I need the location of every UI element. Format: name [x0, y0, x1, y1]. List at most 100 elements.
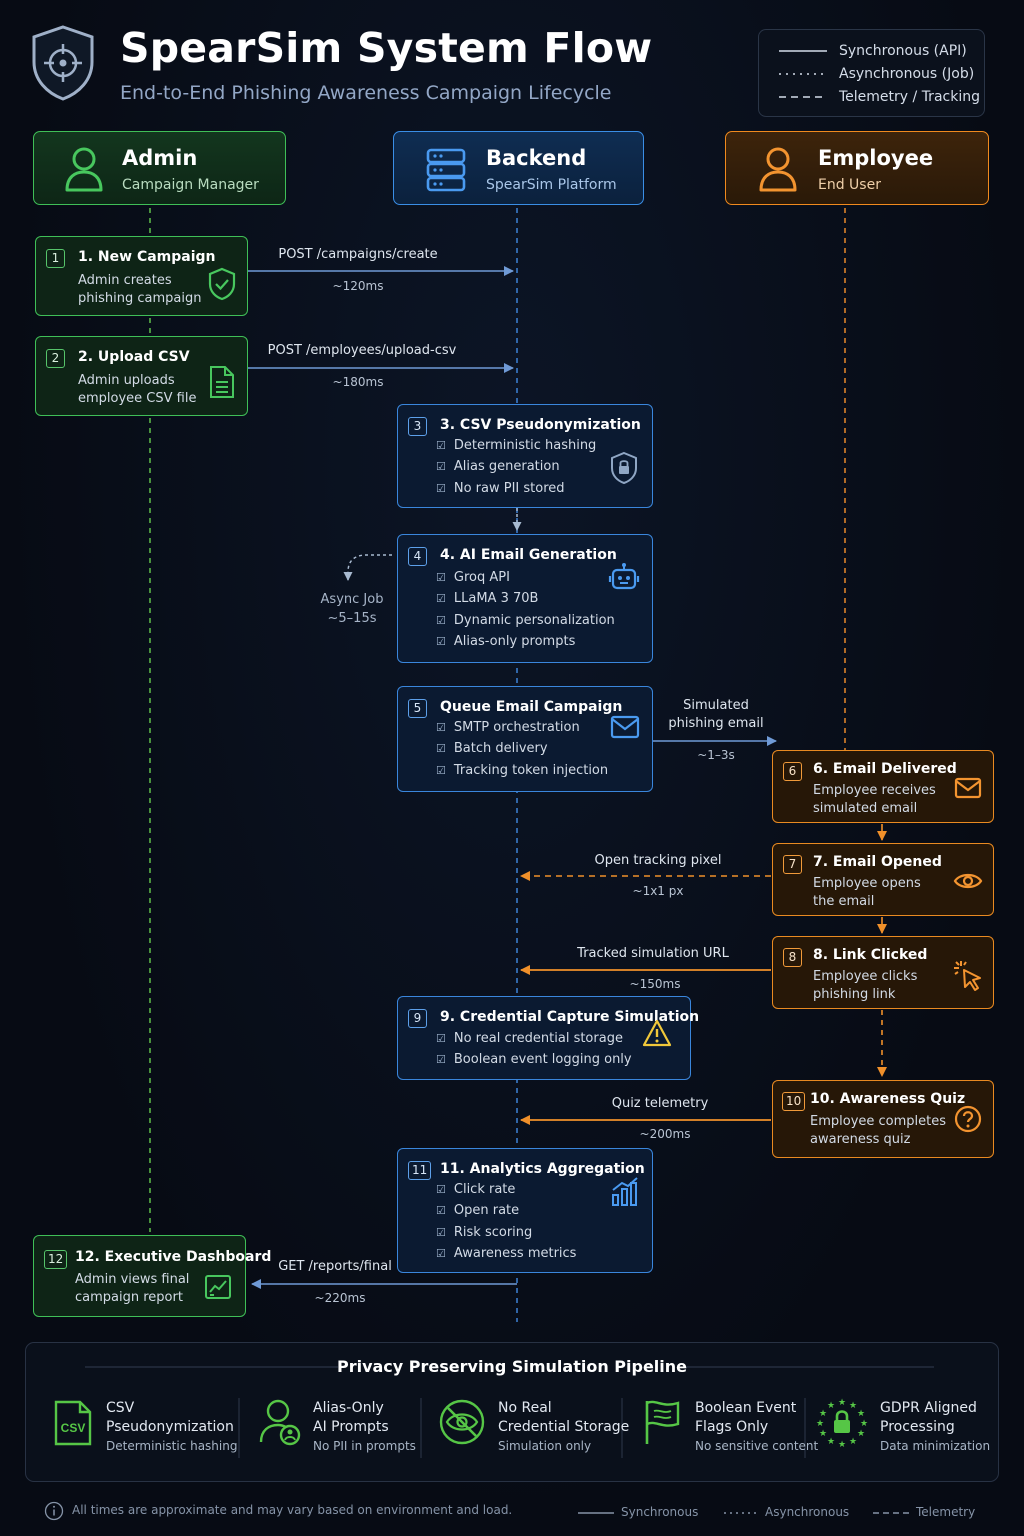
csv-file-icon: CSV: [54, 1400, 92, 1446]
user-icon: [65, 147, 103, 192]
step-number: 9: [408, 1009, 427, 1028]
step-title: 3. CSV Pseudonymization: [440, 417, 641, 433]
list-item: Alias-only prompts: [436, 634, 615, 655]
privacy-panel-title: Privacy Preserving Simulation Pipeline: [336, 1357, 688, 1376]
step-description: Employee completes awareness quiz: [810, 1114, 947, 1147]
step-executive-dashboard: 12 12. Executive Dashboard Admin views f…: [33, 1235, 271, 1317]
step-title: 1. New Campaign: [78, 249, 216, 265]
step-title: 7. Email Opened: [813, 854, 942, 870]
list-item: Boolean event logging only: [436, 1052, 632, 1073]
step-new-campaign: 1 1. New Campaign Admin creates phishing…: [35, 236, 248, 316]
line-legend: Synchronous (API) Asynchronous (Job) Tel…: [758, 29, 985, 117]
svg-text:★: ★: [838, 1440, 846, 1448]
arrow-timing: ~220ms: [314, 1291, 366, 1305]
svg-text:★: ★: [827, 1437, 835, 1447]
server-icon: [426, 148, 466, 192]
page-title: SpearSim System Flow: [120, 24, 653, 72]
warning-icon: [642, 1019, 672, 1047]
step-queue-email-campaign: 5 Queue Email Campaign SMTP orchestratio…: [397, 686, 653, 792]
cursor-click-icon: [954, 961, 981, 991]
step-upload-csv: 2 2. Upload CSV Admin uploads employee C…: [35, 336, 248, 416]
pillar-line1: GDPR Aligned: [880, 1400, 977, 1416]
step-analytics-aggregation: 11 11. Analytics Aggregation Click rate …: [397, 1148, 653, 1273]
step-csv-pseudonymization: 3 3. CSV Pseudonymization Deterministic …: [397, 404, 653, 508]
step-number: 6: [783, 762, 802, 781]
step-title: Queue Email Campaign: [440, 699, 623, 715]
step-description: Admin creates phishing campaign: [78, 273, 202, 306]
step-number: 2: [46, 349, 65, 368]
step-title: 9. Credential Capture Simulation: [440, 1009, 700, 1025]
arrow-label: Simulated: [683, 698, 749, 713]
step-feature-list: Deterministic hashing Alias generation N…: [436, 438, 596, 502]
svg-text:★: ★: [857, 1409, 865, 1419]
pillar-line2: Credential Storage: [498, 1419, 630, 1435]
arrow-label: phishing email: [668, 716, 764, 731]
actor-employee-title: Employee: [818, 146, 934, 170]
step-title: 8. Link Clicked: [813, 947, 928, 963]
step-title: 6. Email Delivered: [813, 761, 957, 777]
footer-legend-telemetry-line: [873, 1512, 909, 1514]
step-number: 4: [408, 547, 427, 566]
arrow-timing: ~1–3s: [697, 748, 735, 762]
svg-text:★: ★: [819, 1409, 827, 1419]
list-item: Batch delivery: [436, 741, 608, 762]
step-title: 12. Executive Dashboard: [75, 1249, 272, 1265]
page-subtitle: End-to-End Phishing Awareness Campaign L…: [120, 82, 612, 104]
step-description: Employee opens the email: [813, 876, 921, 909]
legend-sync: Synchronous (API): [779, 43, 967, 59]
user-alias-icon: [259, 1399, 301, 1446]
svg-text:★: ★: [838, 1398, 846, 1408]
list-item: LLaMA 3 70B: [436, 591, 615, 612]
step-email-opened: 7 7. Email Opened Employee opens the ema…: [772, 843, 994, 916]
step-feature-list: SMTP orchestration Batch delivery Tracki…: [436, 720, 608, 784]
pillar-line3: Deterministic hashing: [106, 1439, 238, 1453]
legend-telemetry: Telemetry / Tracking: [779, 89, 980, 105]
dashboard-icon: [205, 1275, 231, 1299]
privacy-pipeline-panel: [25, 1342, 999, 1482]
pillar-line1: CSV: [106, 1400, 135, 1416]
svg-text:★: ★: [819, 1429, 827, 1439]
pillar-line1: No Real: [498, 1400, 552, 1416]
user-icon: [759, 147, 797, 192]
arrow-timing: ~5–15s: [327, 611, 377, 626]
svg-text:★: ★: [857, 1429, 865, 1439]
actor-backend-subtitle: SpearSim Platform: [486, 177, 617, 193]
pillar-line1: Alias-Only: [313, 1400, 384, 1416]
arrow-timing: ~180ms: [332, 375, 384, 389]
pillar-line2: Flags Only: [695, 1419, 769, 1435]
arrow-label: Async Job: [320, 592, 384, 607]
step-number: 1: [46, 249, 65, 268]
list-item: Alias generation: [436, 459, 596, 480]
step-number: 5: [408, 699, 427, 718]
pillar-line2: AI Prompts: [313, 1419, 389, 1435]
arrow-timing: ~1x1 px: [632, 884, 684, 898]
list-item: Dynamic personalization: [436, 613, 615, 634]
list-item: Risk scoring: [436, 1225, 576, 1246]
svg-text:★: ★: [849, 1401, 857, 1411]
arrow-async-job: [343, 554, 392, 581]
eye-icon: [953, 873, 983, 889]
footnote: All times are approximate and may vary b…: [72, 1503, 513, 1517]
step-description: Admin views final campaign report: [75, 1272, 190, 1305]
step-title: 11. Analytics Aggregation: [440, 1161, 645, 1177]
step-feature-list: No real credential storage Boolean event…: [436, 1031, 632, 1074]
actor-admin-subtitle: Campaign Manager: [122, 177, 259, 193]
shield-lock-icon: [611, 451, 637, 485]
actor-admin: Admin Campaign Manager: [33, 131, 286, 205]
question-icon: [954, 1105, 982, 1133]
envelope-icon: [954, 777, 982, 799]
eye-off-icon: [439, 1399, 485, 1445]
list-item: Click rate: [436, 1182, 576, 1203]
document-icon: [210, 366, 234, 398]
pillar-line2: Processing: [880, 1419, 955, 1435]
arrow-timing: ~150ms: [629, 977, 681, 991]
step-description: Admin uploads employee CSV file: [78, 373, 197, 406]
list-item: Awareness metrics: [436, 1246, 577, 1267]
step-number: 12: [44, 1250, 68, 1269]
pillar-line3: No PII in prompts: [313, 1439, 416, 1453]
actor-employee-subtitle: End User: [818, 177, 881, 193]
arrow-label: GET /reports/final: [278, 1259, 392, 1274]
footer-legend-async: Asynchronous: [765, 1505, 850, 1519]
svg-text:★: ★: [827, 1401, 835, 1411]
step-ai-email-generation: 4 4. AI Email Generation Groq API LLaMA …: [397, 534, 653, 663]
